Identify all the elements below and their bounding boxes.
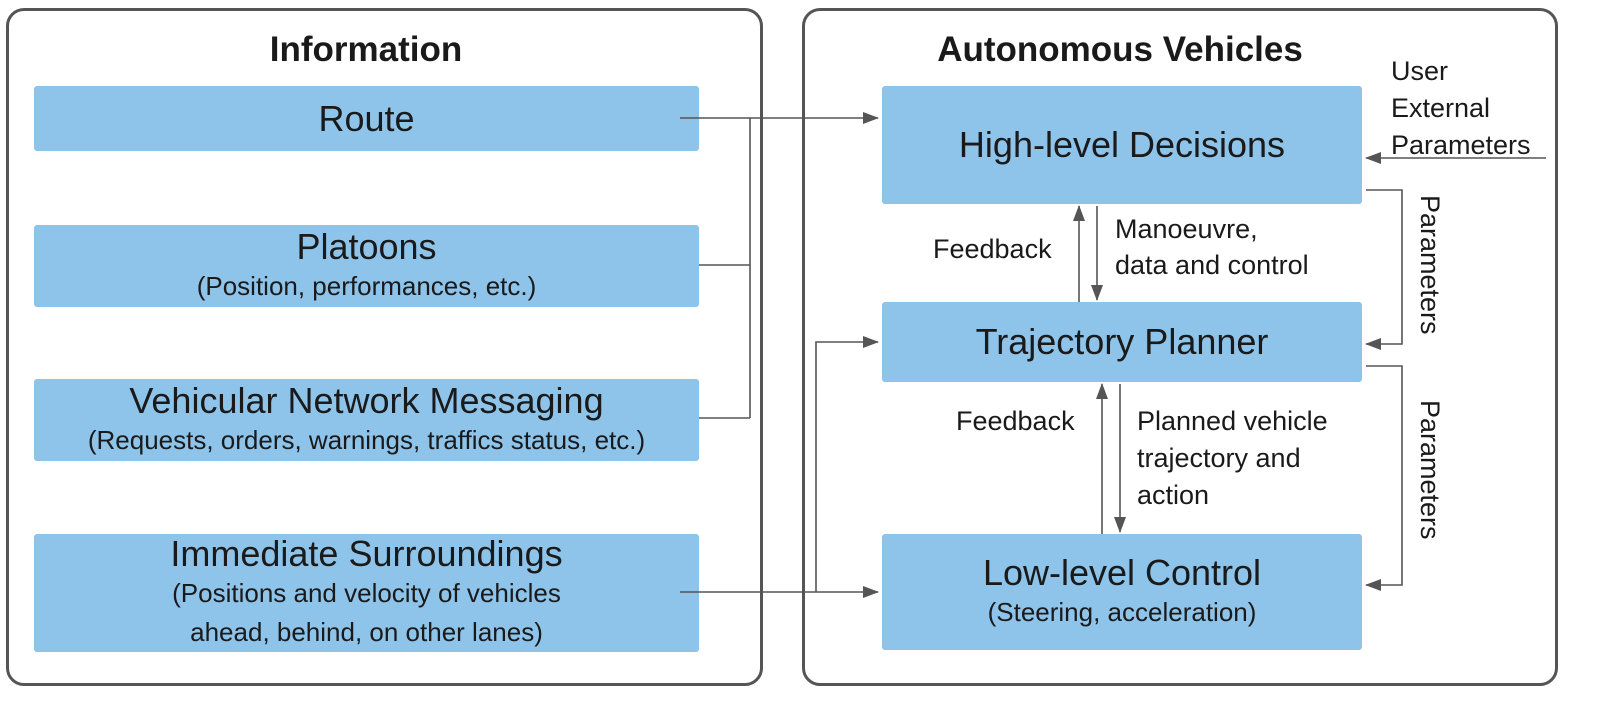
immediate-surroundings-box: Immediate Surroundings (Positions and ve… [34,534,699,652]
vehicular-network-messaging-title: Vehicular Network Messaging [129,379,604,421]
high-level-decisions-title: High-level Decisions [958,124,1286,165]
trajectory-planner-title: Trajectory Planner [975,321,1269,362]
parameters-label-lower: Parameters [1415,400,1445,540]
route-title: Route [318,97,415,139]
planned-label-line-2: trajectory and [1137,443,1301,473]
vehicular-network-messaging-subtitle: (Requests, orders, warnings, traffics st… [87,424,646,455]
platoons-subtitle: (Position, performances, etc.) [196,270,537,301]
immediate-surroundings-title: Immediate Surroundings [170,533,563,574]
immediate-surroundings-subtitle-line-1: (Positions and velocity of vehicles [172,578,561,608]
platoons-title: Platoons [296,225,437,267]
vehicular-network-messaging-box: Vehicular Network Messaging (Requests, o… [34,379,699,461]
information-panel [6,8,763,686]
feedback-label-lower: Feedback [956,406,1075,436]
planned-label-line-1: Planned vehicle [1137,406,1328,436]
parameters-label-upper: Parameters [1415,195,1445,335]
user-params-line-3: Parameters [1391,130,1531,160]
low-level-control-box: Low-level Control (Steering, acceleratio… [882,534,1362,650]
feedback-label-upper: Feedback [933,234,1052,264]
user-params-line-1: User [1391,56,1449,86]
high-level-decisions-box: High-level Decisions [882,86,1362,204]
user-params-line-2: External [1391,93,1491,123]
low-level-control-title: Low-level Control [982,551,1262,593]
arrow-params-planner-to-low [1365,365,1403,591]
immediate-surroundings-subtitle-line-2: ahead, behind, on other lanes) [190,617,543,647]
manoeuvre-label-line-2: data and control [1115,250,1309,280]
low-level-control-subtitle: (Steering, acceleration) [987,596,1257,627]
manoeuvre-label-line-1: Manoeuvre, [1115,214,1258,244]
arrow-surroundings-to-planner [815,336,879,592]
trajectory-planner-box: Trajectory Planner [882,302,1362,382]
autonomous-vehicles-panel [802,8,1558,686]
autonomous-vehicles-title: Autonomous Vehicles [937,30,1303,69]
platoons-box: Platoons (Position, performances, etc.) [34,225,699,307]
arrow-params-high-to-planner [1365,189,1403,350]
route-box: Route [34,86,699,151]
planned-label-line-3: action [1137,480,1210,510]
information-title: Information [269,30,463,69]
